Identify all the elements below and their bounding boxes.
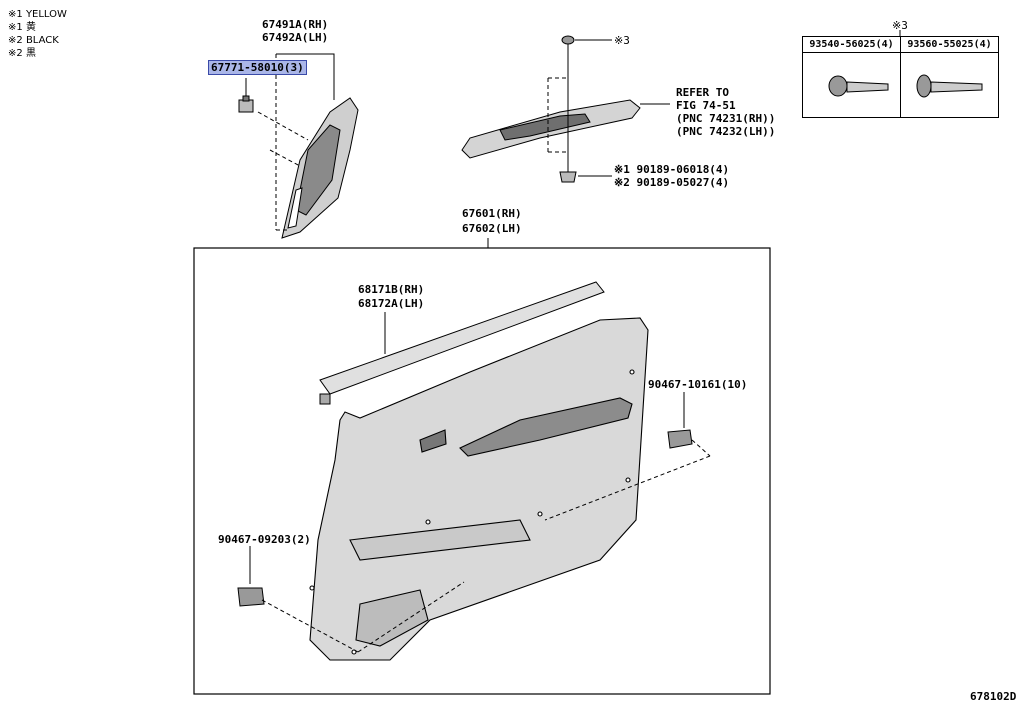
part-label-90467-10161: 90467-10161(10) (648, 378, 748, 391)
left-clip-icon (237, 546, 465, 653)
legend-item: ※2 BLACK (8, 35, 59, 46)
screw-note-label: ※3 (614, 34, 630, 47)
refer-label-1: REFER TO (676, 86, 729, 99)
part-label-67771-highlighted[interactable]: 67771-58010(3) (208, 60, 307, 75)
panel-assembly-box (193, 247, 771, 695)
fastener-cell (900, 52, 999, 118)
fastener-table: 93540-56025(4) 93560-55025(4) (802, 36, 999, 118)
legend-item: ※2 黒 (8, 48, 36, 59)
upper-trim-part (281, 97, 359, 239)
refer-label-4: (PNC 74232(LH)) (676, 125, 776, 138)
weatherstrip-part (319, 281, 605, 405)
part-label-67491A: 67491A(RH) (262, 18, 329, 31)
switch-panel-part (461, 44, 670, 174)
part-label-67492A: 67492A(LH) (262, 31, 329, 44)
refer-label-2: FIG 74-51 (676, 99, 736, 112)
part-label-90189-05027: ※2 90189-05027(4) (614, 176, 730, 189)
screw-icon (561, 35, 612, 45)
legend: ※1 YELLOW ※1 黄 ※2 BLACK ※2 黒 (8, 8, 67, 60)
door-trim-panel-part (309, 317, 649, 661)
part-label-90467-09203: 90467-09203(2) (218, 533, 311, 546)
part-label-90189-06018: ※1 90189-06018(4) (614, 163, 730, 176)
table-note-label: ※3 (892, 19, 908, 32)
part-label-67602: 67602(LH) (462, 222, 522, 235)
refer-label-3: (PNC 74231(RH)) (676, 112, 776, 125)
part-label-67601: 67601(RH) (462, 207, 522, 220)
legend-item: ※1 黄 (8, 22, 36, 33)
legend-item: ※1 YELLOW (8, 9, 67, 20)
fastener-col-header: 93560-55025(4) (900, 36, 999, 53)
part-label-68172A: 68172A(LH) (358, 297, 425, 310)
right-clip-icon (544, 392, 711, 521)
part-label-68171B: 68171B(RH) (358, 283, 425, 296)
fastener-cell (802, 52, 901, 118)
fastener-col-header: 93540-56025(4) (802, 36, 901, 53)
figure-code: 678102D (970, 690, 1017, 703)
clip-part (238, 78, 309, 167)
leader-line (276, 53, 335, 100)
clip-icon (559, 171, 612, 183)
